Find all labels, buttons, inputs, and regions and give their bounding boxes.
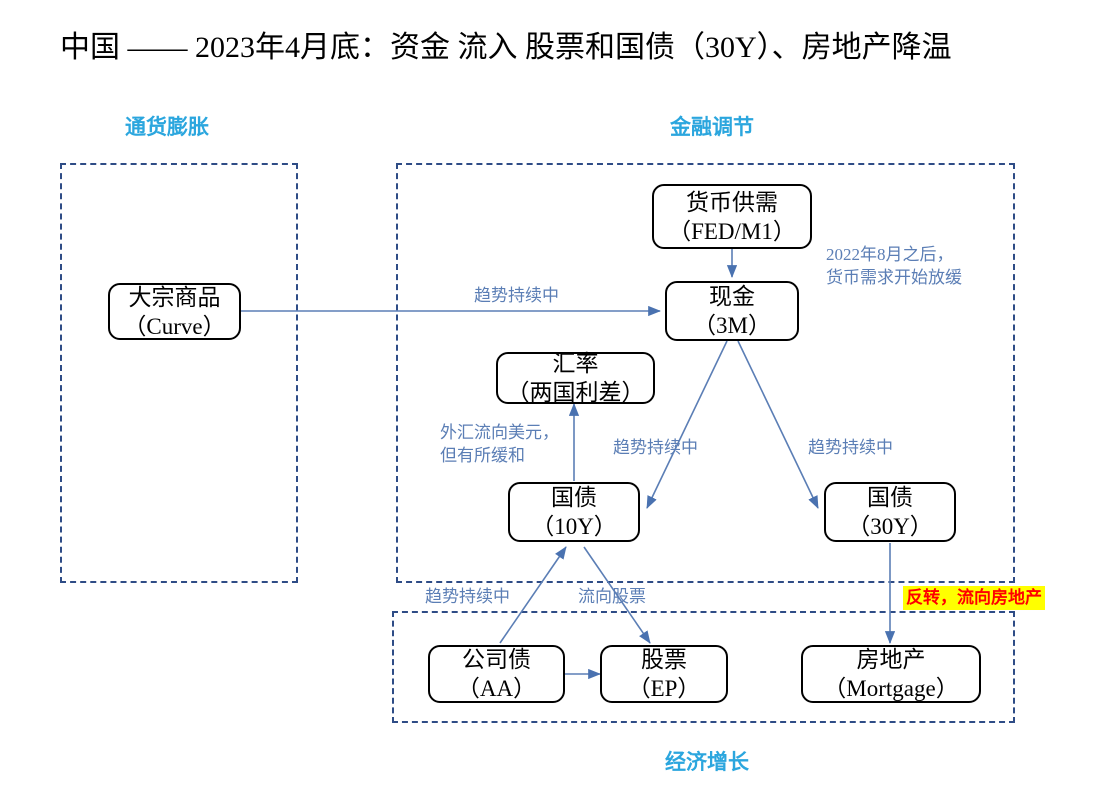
node-bond30-line2: （30Y） xyxy=(847,514,933,539)
node-bond-30y[interactable]: 国债 （30Y） xyxy=(824,482,956,542)
node-bond10-line1: 国债 xyxy=(551,485,597,510)
node-cash-line2: （3M） xyxy=(693,313,771,338)
edge-label-bond10-to-fx-line2: 但有所缓和 xyxy=(440,446,525,465)
edge-label-cash-to-bond10: 趋势持续中 xyxy=(613,438,698,457)
edge-label-cash-to-bond30: 趋势持续中 xyxy=(808,438,893,457)
edge-corpbond-to-bond10 xyxy=(499,546,567,644)
group-box-inflation xyxy=(60,163,298,583)
edge-bond10-to-equity xyxy=(583,546,651,644)
node-equity-line1: 股票 xyxy=(641,647,687,672)
node-bond30-line1: 国债 xyxy=(867,485,913,510)
edge-label-bond30-to-realestate-highlight: 反转，流向房地产 xyxy=(903,586,1045,610)
node-corpbond-line1: 公司债 xyxy=(462,647,531,672)
annotation-money-demand-line1: 2022年8月之后， xyxy=(826,245,954,264)
group-box-financial xyxy=(396,163,1015,583)
node-fx-line1: 汇率 xyxy=(552,351,599,376)
node-equity[interactable]: 股票 （EP） xyxy=(600,645,728,703)
node-cash-line1: 现金 xyxy=(709,284,755,309)
group-label-growth: 经济增长 xyxy=(665,751,749,774)
page-title: 中国 —— 2023年4月底：资金 流入 股票和国债（30Y）、房地产降温 xyxy=(60,31,952,64)
node-bond-10y[interactable]: 国债 （10Y） xyxy=(508,482,640,542)
edge-label-commodity-to-cash: 趋势持续中 xyxy=(474,286,559,305)
node-equity-line2: （EP） xyxy=(627,676,701,701)
node-commodity[interactable]: 大宗商品 （Curve） xyxy=(108,283,241,340)
node-bond10-line2: （10Y） xyxy=(531,514,617,539)
edge-label-bond10-to-equity: 流向股票 xyxy=(578,587,646,606)
annotation-money-demand: 2022年8月之后， 货币需求开始放缓 xyxy=(826,243,1006,289)
edge-label-bond10-to-fx-line1: 外汇流向美元， xyxy=(440,423,559,442)
edge-label-corpbond-to-bond10: 趋势持续中 xyxy=(425,587,510,606)
node-realestate-line2: （Mortgage） xyxy=(823,676,959,701)
node-money-line1: 货币供需 xyxy=(686,189,778,215)
group-box-growth xyxy=(392,611,1015,723)
node-corpbond-line2: （AA） xyxy=(456,676,537,701)
node-corporate-bond[interactable]: 公司债 （AA） xyxy=(428,645,565,703)
edge-label-bond10-to-fx: 外汇流向美元， 但有所缓和 xyxy=(440,421,580,467)
node-fx-rate[interactable]: 汇率 （两国利差） xyxy=(496,351,655,405)
group-label-financial: 金融调节 xyxy=(670,116,754,139)
node-money-line2: （FED/M1） xyxy=(668,218,796,244)
node-real-estate[interactable]: 房地产 （Mortgage） xyxy=(801,645,981,703)
edge-cash-to-bond30 xyxy=(737,340,819,509)
group-label-inflation: 通货膨胀 xyxy=(125,116,209,139)
node-fx-line2: （两国利差） xyxy=(506,380,645,405)
node-cash[interactable]: 现金 （3M） xyxy=(665,281,799,341)
node-commodity-line2: （Curve） xyxy=(123,313,226,339)
node-realestate-line1: 房地产 xyxy=(856,647,926,672)
node-money-supply-demand[interactable]: 货币供需 （FED/M1） xyxy=(652,184,812,249)
node-commodity-line1: 大宗商品 xyxy=(128,284,221,310)
edge-cash-to-bond10 xyxy=(646,340,728,509)
annotation-money-demand-line2: 货币需求开始放缓 xyxy=(826,268,962,287)
